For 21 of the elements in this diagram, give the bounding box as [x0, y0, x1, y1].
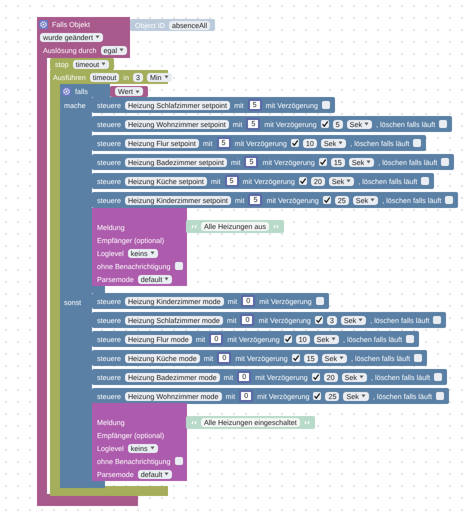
control-block: [92, 369, 448, 385]
control-block: [92, 97, 335, 113]
control-block: [92, 173, 434, 189]
control-block: [92, 388, 449, 404]
object-id-block: [130, 19, 216, 31]
control-block: [92, 293, 329, 309]
message-block: [92, 208, 187, 286]
control-block: [92, 154, 454, 170]
text-block: [186, 220, 284, 233]
if-else-block: [60, 84, 92, 488]
control-block: [92, 192, 458, 208]
control-block: [92, 350, 428, 366]
control-block: [92, 312, 446, 328]
control-block: [92, 116, 452, 132]
stop-timer-block: [50, 58, 114, 70]
text-block: [186, 416, 315, 429]
control-block: [92, 331, 420, 347]
message-block: [92, 403, 187, 481]
control-block: [92, 135, 426, 151]
event-block: [37, 17, 130, 58]
value-block: [110, 86, 148, 97]
